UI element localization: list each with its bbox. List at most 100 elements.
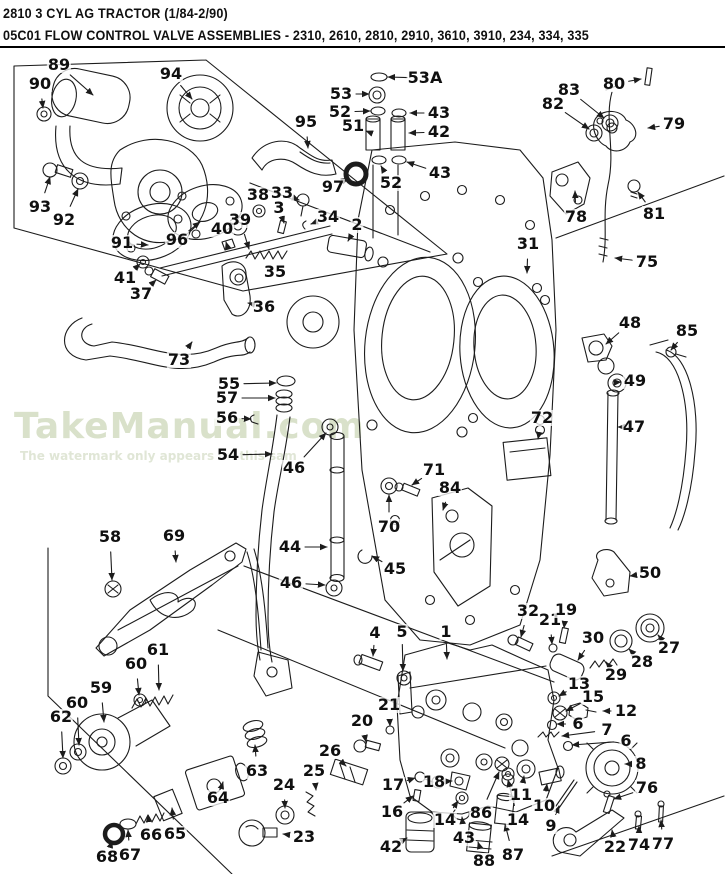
leader-line-45 [372,556,382,563]
leader-line-14 [506,780,514,805]
filler-tube-art [503,334,696,596]
leader-line-66 [145,815,153,823]
leader-line-23 [283,831,291,839]
leader-line-89 [70,75,93,95]
plunger-assembly-art [55,694,368,846]
leader-line-91 [137,241,148,248]
leader-line-2 [348,233,355,241]
leader-line-52 [381,166,388,174]
leader-line-50 [630,571,638,579]
leader-line-82 [565,113,589,129]
section-title: 05C01 FLOW CONTROL VALVE ASSEMBLIES - 23… [3,27,589,43]
leader-line-90 [38,99,46,108]
leader-line-65 [169,808,177,819]
leader-line-52 [355,107,370,115]
lever-art [96,543,292,696]
leader-line-15 [566,704,580,711]
oil-filter-art [167,75,233,141]
leader-line-85 [671,342,679,350]
leader-line-32 [519,625,527,637]
standpipe-art [250,376,492,662]
leader-line-4 [370,645,377,656]
leader-line-72 [536,431,543,439]
valve-stack-art [366,73,406,238]
leader-line-5 [399,644,407,671]
leader-line-55 [244,379,276,387]
leader-line-62 [59,732,66,758]
leader-line-33 [291,194,299,200]
leader-line-34 [311,218,319,224]
leader-line-21 [548,635,555,644]
leader-line-46 [304,433,326,457]
leader-line-76 [614,793,633,800]
leader-line-43 [407,161,426,168]
leader-line-71 [412,478,422,485]
detent-linkage-art [137,194,374,316]
leader-line-13 [559,689,567,696]
leader-line-84 [442,502,449,510]
leader-line-94 [181,85,192,99]
leader-line-81 [638,192,645,202]
leader-line-6 [572,741,614,748]
leader-line-59 [100,703,107,722]
hose-73-art [65,318,256,369]
header-divider [0,46,725,48]
leader-line-83 [581,99,604,118]
gaskets-art [356,252,559,439]
leader-line-28 [629,649,637,657]
leader-line-86 [487,772,499,799]
leader-line-43 [459,817,466,825]
leader-line-95 [304,137,311,148]
leader-line-60 [135,679,142,695]
leader-line-60 [75,718,82,745]
leader-line-42 [399,838,407,845]
housing-art [287,142,556,645]
leader-line-88 [477,842,484,850]
leader-line-80 [629,77,641,84]
leader-line-58 [108,552,115,580]
leader-line-77 [658,820,665,829]
leader-layer [38,73,679,850]
watermark-text: TakeManual.com [14,406,365,447]
leader-line-29 [606,662,613,670]
leader-line-64 [217,782,225,790]
leader-line-48 [606,333,619,344]
leader-line-93 [45,177,51,193]
leader-line-7 [562,732,595,739]
leader-line-30 [578,650,585,660]
leader-line-16 [404,796,413,803]
leader-line-1 [443,644,451,659]
leader-line-53A [388,73,408,81]
hose-95-art [252,141,366,184]
leader-line-14 [451,801,458,809]
leader-line-75 [615,255,632,263]
leader-line-54 [243,450,272,458]
leader-line-97 [340,178,348,185]
leader-line-42 [409,129,424,137]
leader-line-26 [338,758,346,766]
small-parts-bottom-art [406,757,577,853]
leader-line-3 [278,215,285,223]
leader-line-9 [553,806,559,814]
leader-line-11 [519,776,527,784]
leader-line-37 [148,280,156,288]
leader-line-96 [189,222,200,231]
leader-line-20 [361,734,368,742]
leader-line-27 [658,635,666,643]
page-title: 2810 3 CYL AG TRACTOR (1/84-2/90) [3,5,228,21]
small-parts-right-art [538,692,664,856]
valve-body-art [354,614,664,814]
leader-line-63 [252,745,259,756]
leader-line-41 [132,264,140,272]
leader-line-87 [503,824,510,840]
leader-line-73 [185,342,192,350]
leader-line-39 [243,234,251,249]
dipstick-lever-art [550,68,652,262]
leader-line-17 [407,777,415,784]
leader-line-92 [70,189,78,206]
leader-line-79 [648,123,659,131]
leader-line-61 [155,665,163,690]
leader-line-67 [125,830,132,840]
